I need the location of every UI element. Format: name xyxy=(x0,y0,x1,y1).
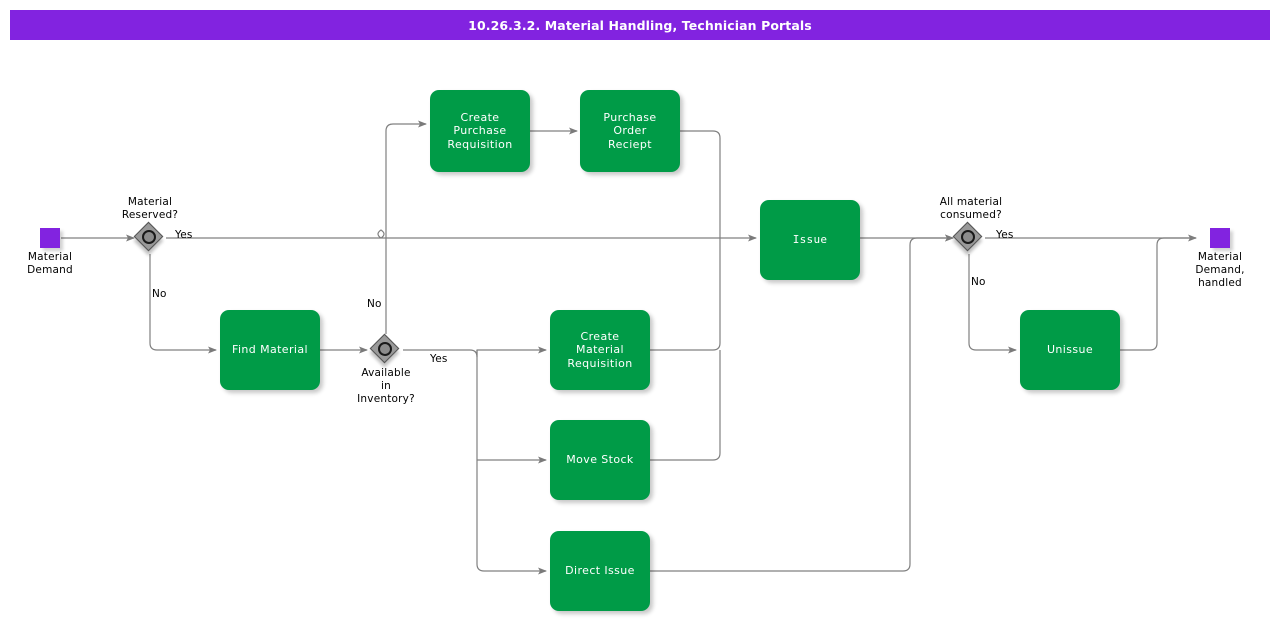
task-move-stock[interactable]: Move Stock xyxy=(550,420,650,500)
task-label: Purchase Order Reciept xyxy=(603,110,657,151)
start-event-material-demand[interactable] xyxy=(40,228,60,248)
page-title: 10.26.3.2. Material Handling, Technician… xyxy=(10,10,1270,40)
task-direct-issue[interactable]: Direct Issue xyxy=(550,531,650,611)
edge-label-gw3-yes: Yes xyxy=(996,229,1014,241)
task-label: Direct Issue xyxy=(565,564,635,578)
edge-label-gw3-no: No xyxy=(971,276,986,288)
gateway-material-reserved-label: Material Reserved? xyxy=(121,196,179,221)
edge-cmr-to-issue xyxy=(650,238,721,351)
task-label: Create Material Requisition xyxy=(567,329,633,370)
gateway-available-in-inventory-label: Available in Inventory? xyxy=(357,367,415,405)
task-label: Create Purchase Requisition xyxy=(447,110,513,151)
edge-direct-issue-to-gw3 xyxy=(650,234,954,572)
edge-move-stock-to-issue xyxy=(650,350,721,461)
edge-gw1-no-to-find-material xyxy=(149,254,217,354)
inclusive-gateway-ring-icon xyxy=(378,342,392,356)
task-find-material[interactable]: Find Material xyxy=(220,310,320,390)
start-event-label: Material Demand xyxy=(27,251,73,276)
task-label: Move Stock xyxy=(566,453,634,467)
inclusive-gateway-ring-icon xyxy=(142,230,156,244)
task-unissue[interactable]: Unissue xyxy=(1020,310,1120,390)
end-event-material-demand-handled[interactable] xyxy=(1210,228,1230,248)
edge-label-gw1-yes: Yes xyxy=(175,229,193,241)
edge-splitter-to-direct-issue xyxy=(476,460,547,575)
gateway-material-reserved[interactable] xyxy=(133,221,165,253)
edge-label-gw2-yes: Yes xyxy=(430,353,448,365)
end-event-label: Material Demand, handled xyxy=(1195,251,1245,289)
task-purchase-order-reciept[interactable]: Purchase Order Reciept xyxy=(580,90,680,172)
task-issue[interactable]: Issue xyxy=(760,200,860,280)
gateway-all-material-consumed[interactable] xyxy=(952,221,984,253)
edge-gw3-no-to-unissue xyxy=(968,254,1017,354)
task-label: Unissue xyxy=(1046,343,1094,357)
edge-por-to-issue xyxy=(680,130,721,238)
edge-gw2-no-to-create-purchase-requisition xyxy=(385,120,427,334)
task-create-purchase-requisition[interactable]: Create Purchase Requisition xyxy=(430,90,530,172)
task-label: Find Material xyxy=(232,343,308,357)
task-create-material-requisition[interactable]: Create Material Requisition xyxy=(550,310,650,390)
edge-label-gw2-no: No xyxy=(367,298,382,310)
gateway-all-material-consumed-label: All material consumed? xyxy=(939,196,1003,221)
edge-unissue-to-end xyxy=(1120,237,1196,351)
edge-splitter-to-move-stock xyxy=(476,350,547,464)
edge-gw2-yes-to-create-material-requisition xyxy=(403,346,547,358)
inclusive-gateway-ring-icon xyxy=(961,230,975,244)
gateway-available-in-inventory[interactable] xyxy=(369,333,401,365)
edge-gw1-yes-to-issue xyxy=(166,229,757,242)
task-label: Issue xyxy=(792,233,828,247)
edge-label-gw1-no: No xyxy=(152,288,167,300)
